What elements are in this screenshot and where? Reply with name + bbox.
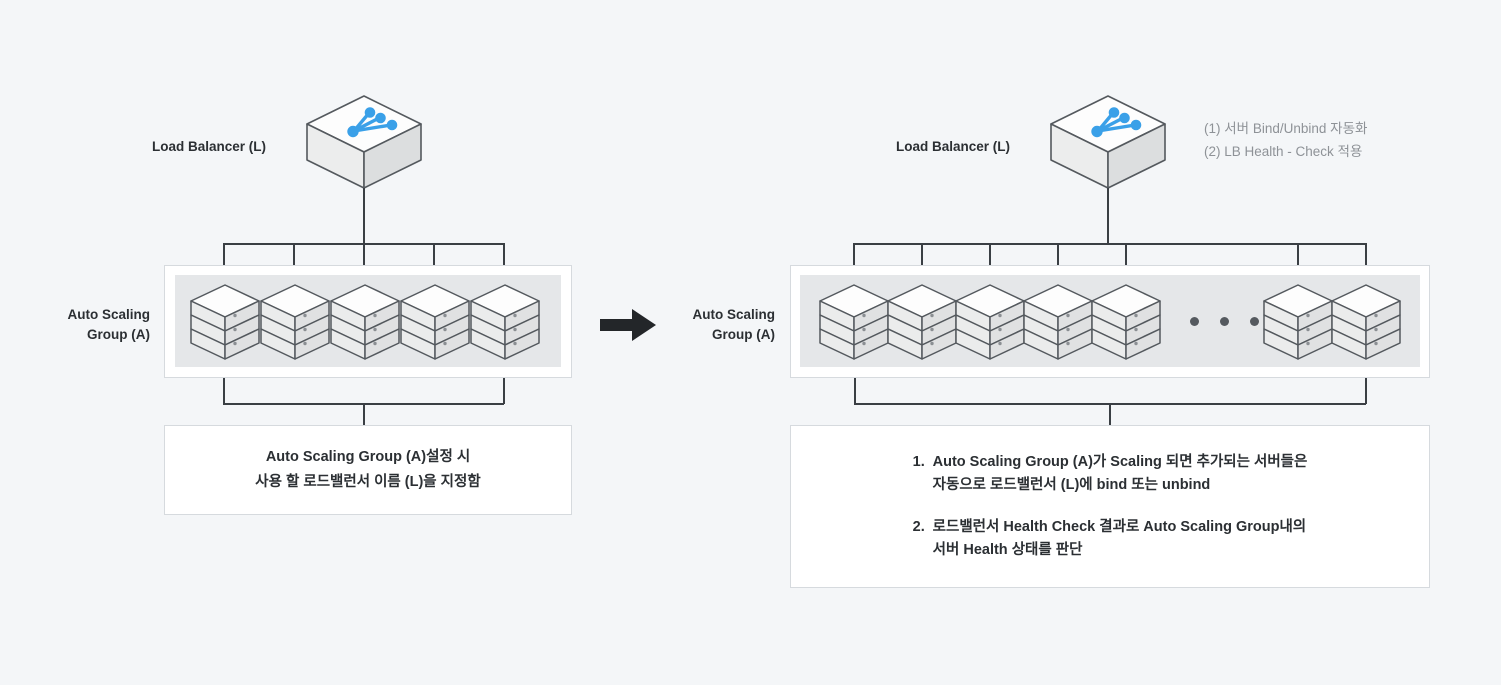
right-caption-box: 1. Auto Scaling Group (A)가 Scaling 되면 추가… [790,425,1430,588]
caption-list-item: 1. Auto Scaling Group (A)가 Scaling 되면 추가… [913,451,1308,498]
left-fanout-drop [433,243,435,266]
left-load-balancer-label: Load Balancer (L) [152,139,267,154]
left-fanout-drop [293,243,295,266]
right-lb-stem [1107,188,1109,244]
caption-item-text: 로드밸런서 Health Check 결과로 Auto Scaling Grou… [932,518,1307,558]
left-lb-stem [363,188,365,244]
right-annotation-2: (2) LB Health - Check 적용 [1204,144,1363,159]
right-caption-stem [1109,403,1111,425]
right-server-row-left [818,283,1178,361]
left-asg-label: Auto Scaling Group (A) [67,307,150,342]
right-annotation-1: (1) 서버 Bind/Unbind 자동화 [1204,121,1368,136]
ellipsis-dot [1190,317,1199,326]
arrow-right-icon [600,307,658,343]
left-load-balancer-icon [304,93,424,191]
left-caption-text: Auto Scaling Group (A)설정 시 사용 할 로드밸런서 이름… [255,449,481,490]
right-server-row-right [1262,283,1422,361]
right-fanout-drop [1057,243,1059,266]
right-load-balancer-label: Load Balancer (L) [896,139,1011,154]
ellipsis-dot [1220,317,1229,326]
caption-item-number: 1. [912,453,925,470]
left-fanout-drop [223,243,225,266]
left-fanout-drop [363,243,365,266]
left-bracket-right [503,378,505,404]
right-fanout-bus [853,243,1366,245]
left-server-row [189,283,549,361]
caption-item-text: Auto Scaling Group (A)가 Scaling 되면 추가되는 … [932,453,1308,494]
right-load-balancer-icon [1048,93,1168,191]
left-caption-box: Auto Scaling Group (A)설정 시 사용 할 로드밸런서 이름… [164,425,572,515]
right-caption-list: 1. Auto Scaling Group (A)가 Scaling 되면 추가… [913,451,1308,563]
right-fanout-drop [921,243,923,266]
right-fanout-drop [1125,243,1127,266]
server-ellipsis [1190,317,1259,326]
left-caption-stem [363,403,365,425]
right-bracket-left [854,378,856,404]
right-fanout-drop [853,243,855,266]
right-bracket-right [1365,378,1367,404]
right-fanout-drop [1365,243,1367,266]
right-asg-label: Auto Scaling Group (A) [692,307,775,342]
left-bracket-left [223,378,225,404]
right-fanout-drop [989,243,991,266]
ellipsis-dot [1250,317,1259,326]
caption-list-item: 2. 로드밸런서 Health Check 결과로 Auto Scaling G… [913,516,1308,563]
right-fanout-drop [1297,243,1299,266]
caption-item-number: 2. [912,518,925,535]
left-fanout-drop [503,243,505,266]
